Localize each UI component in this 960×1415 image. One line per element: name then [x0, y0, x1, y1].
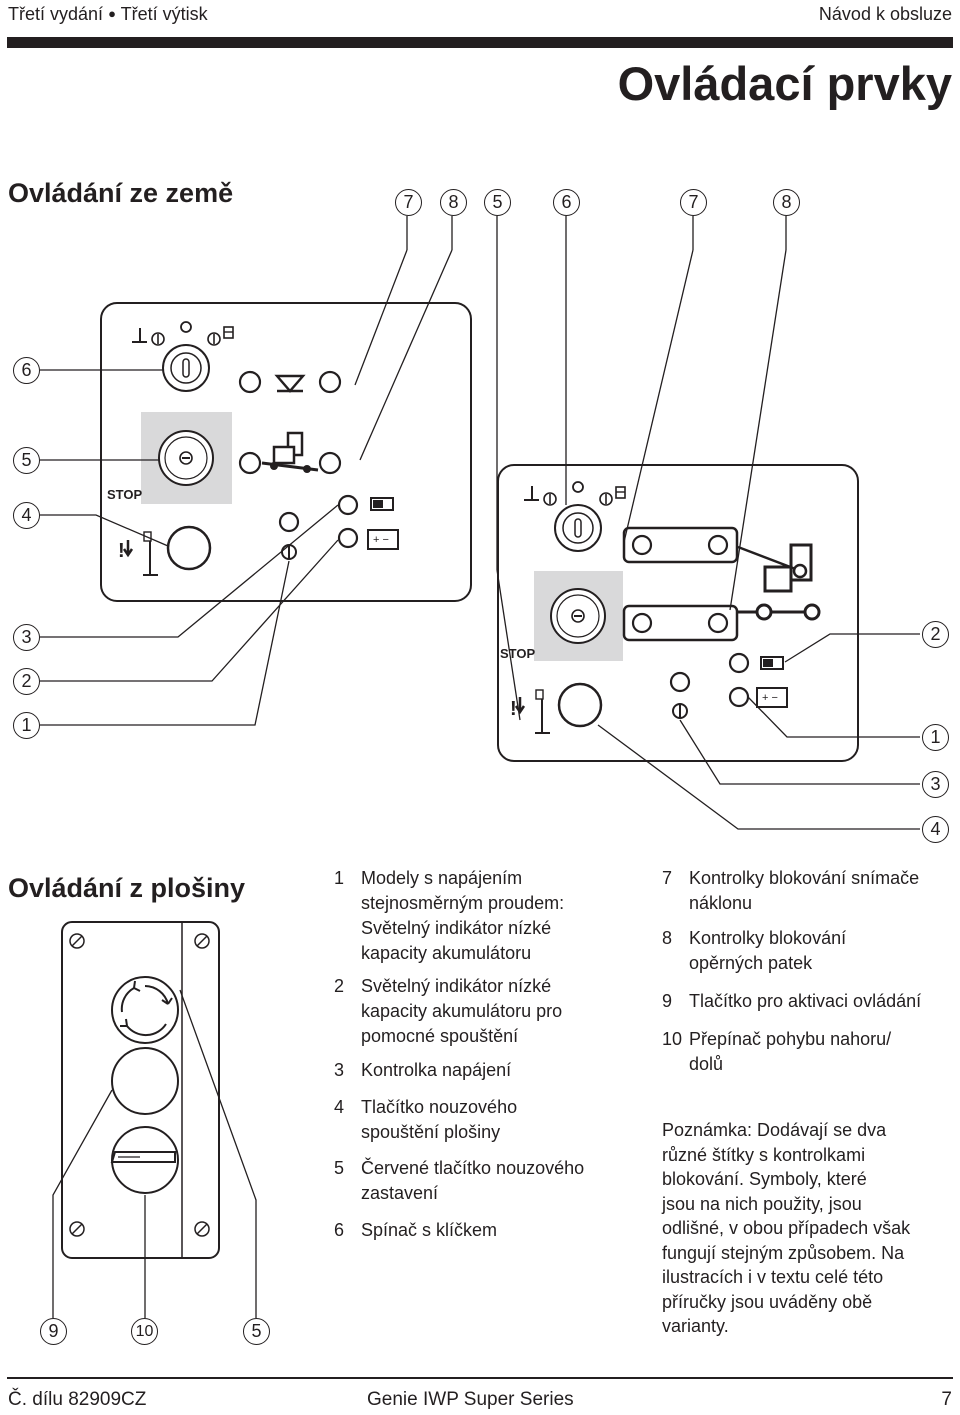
- callout-left-1: 6: [13, 357, 40, 384]
- callout-top-3: 5: [484, 189, 511, 216]
- callout-top-2: 8: [440, 189, 467, 216]
- callout-left-2: 5: [13, 447, 40, 474]
- note-line: varianty.: [662, 1316, 729, 1336]
- legend-line: pomocné spouštění: [361, 1026, 519, 1046]
- note-line: fungují stejným způsobem. Na: [662, 1242, 905, 1263]
- callout-right-1: 2: [922, 621, 949, 648]
- note-line: blokování. Symboly, které: [662, 1169, 867, 1189]
- legend-line: zastavení: [361, 1183, 439, 1203]
- legend-num: 1: [334, 868, 345, 888]
- callout-top-5: 7: [680, 189, 707, 216]
- header-rule: [7, 37, 953, 48]
- legend-line: Spínač s klíčkem: [361, 1220, 498, 1240]
- legend-line: spouštění plošiny: [361, 1122, 501, 1142]
- note-line: ilustracích i v textu celé této: [662, 1267, 884, 1287]
- page-title: Ovládací prvky: [617, 57, 952, 110]
- platform-controls-heading: Ovládání z plošiny: [8, 873, 246, 903]
- legend-line: Světelný indikátor nízké: [361, 918, 552, 938]
- doc-type: Návod k obsluze: [818, 4, 952, 24]
- legend-num: 8: [662, 928, 673, 948]
- note-line: odlišné, v obou případech však: [662, 1218, 911, 1238]
- legend-line: stejnosměrným proudem:: [361, 893, 565, 913]
- legend-num: 3: [334, 1060, 345, 1080]
- legend-num: 10: [662, 1029, 683, 1049]
- legend-line: kapacity akumulátoru pro: [361, 1001, 563, 1021]
- note-block: Poznámka: Dodávají se dva různé štítky s…: [662, 1118, 952, 1339]
- legend-num: 5: [334, 1158, 345, 1178]
- footer-rule: [7, 1377, 953, 1379]
- legend-line: dolů: [689, 1054, 724, 1074]
- ground-panel-b: [497, 464, 859, 762]
- stop-label-a: STOP: [107, 487, 143, 502]
- ground-panel-a: [100, 302, 472, 602]
- svg-text:!: !: [118, 540, 125, 562]
- callout-left-6: 1: [13, 712, 40, 739]
- callout-right-4: 4: [922, 816, 949, 843]
- legend-line: Červené tlačítko nouzového: [361, 1158, 585, 1178]
- callout-top-1: 7: [395, 189, 422, 216]
- legend-line: Kontrolky blokování snímače: [689, 868, 920, 888]
- svg-text:+ −: + −: [373, 534, 389, 546]
- svg-text:!: !: [510, 698, 517, 720]
- legend-num: 9: [662, 991, 673, 1011]
- legend-line: opěrných patek: [689, 953, 813, 973]
- platform-control-box: [61, 921, 220, 1259]
- edition-header: Třetí vydání ● Třetí výtisk: [8, 4, 208, 25]
- footer-product: Genie IWP Super Series: [367, 1389, 574, 1410]
- legend-line: Přepínač pohybu nahoru/: [689, 1029, 892, 1049]
- callout-bottom-1: 9: [40, 1318, 67, 1345]
- callout-bottom-2: 10: [131, 1318, 158, 1345]
- legend-num: 7: [662, 868, 673, 888]
- callout-left-5: 2: [13, 668, 40, 695]
- stop-label-b: STOP: [500, 646, 536, 661]
- edition-text: Třetí vydání: [8, 4, 104, 24]
- bullet-icon: ●: [108, 6, 116, 21]
- note-line: Poznámka: Dodávají se dva: [662, 1120, 887, 1140]
- legend-line: náklonu: [689, 893, 753, 913]
- callout-bottom-3: 5: [243, 1318, 270, 1345]
- footer-page-number: 7: [941, 1389, 952, 1410]
- legend-line: Kontrolky blokování: [689, 928, 847, 948]
- note-line: jsou na nich použity, jsou: [662, 1193, 862, 1214]
- callout-left-4: 3: [13, 624, 40, 651]
- legend-line: Tlačítko nouzového: [361, 1097, 518, 1117]
- note-line: různé štítky s kontrolkami: [662, 1144, 866, 1165]
- legend-line: Světelný indikátor nízké: [361, 976, 552, 996]
- aux-button-a: [166, 525, 212, 571]
- callout-top-4: 6: [553, 189, 580, 216]
- callout-right-2: 1: [922, 724, 949, 751]
- callout-right-3: 3: [922, 771, 949, 798]
- legend-line: kapacity akumulátoru: [361, 943, 532, 963]
- legend-num: 2: [334, 976, 345, 996]
- callout-left-3: 4: [13, 502, 40, 529]
- platform-enable-button: [111, 1047, 179, 1115]
- legend-line: Modely s napájením: [361, 868, 523, 888]
- legend-num: 4: [334, 1097, 345, 1117]
- note-line: příručky jsou uváděny obě: [662, 1291, 873, 1312]
- footer-part-number: Č. dílu 82909CZ: [8, 1389, 147, 1410]
- svg-text:+ −: + −: [762, 692, 778, 704]
- callout-top-6: 8: [773, 189, 800, 216]
- aux-button-b: [557, 682, 603, 728]
- legend-num: 6: [334, 1220, 345, 1240]
- legend-line: Tlačítko pro aktivaci ovládání: [689, 991, 922, 1011]
- legend-line: Kontrolka napájení: [361, 1060, 512, 1080]
- ground-controls-heading: Ovládání ze země: [8, 178, 234, 208]
- print-text: Třetí výtisk: [120, 4, 208, 24]
